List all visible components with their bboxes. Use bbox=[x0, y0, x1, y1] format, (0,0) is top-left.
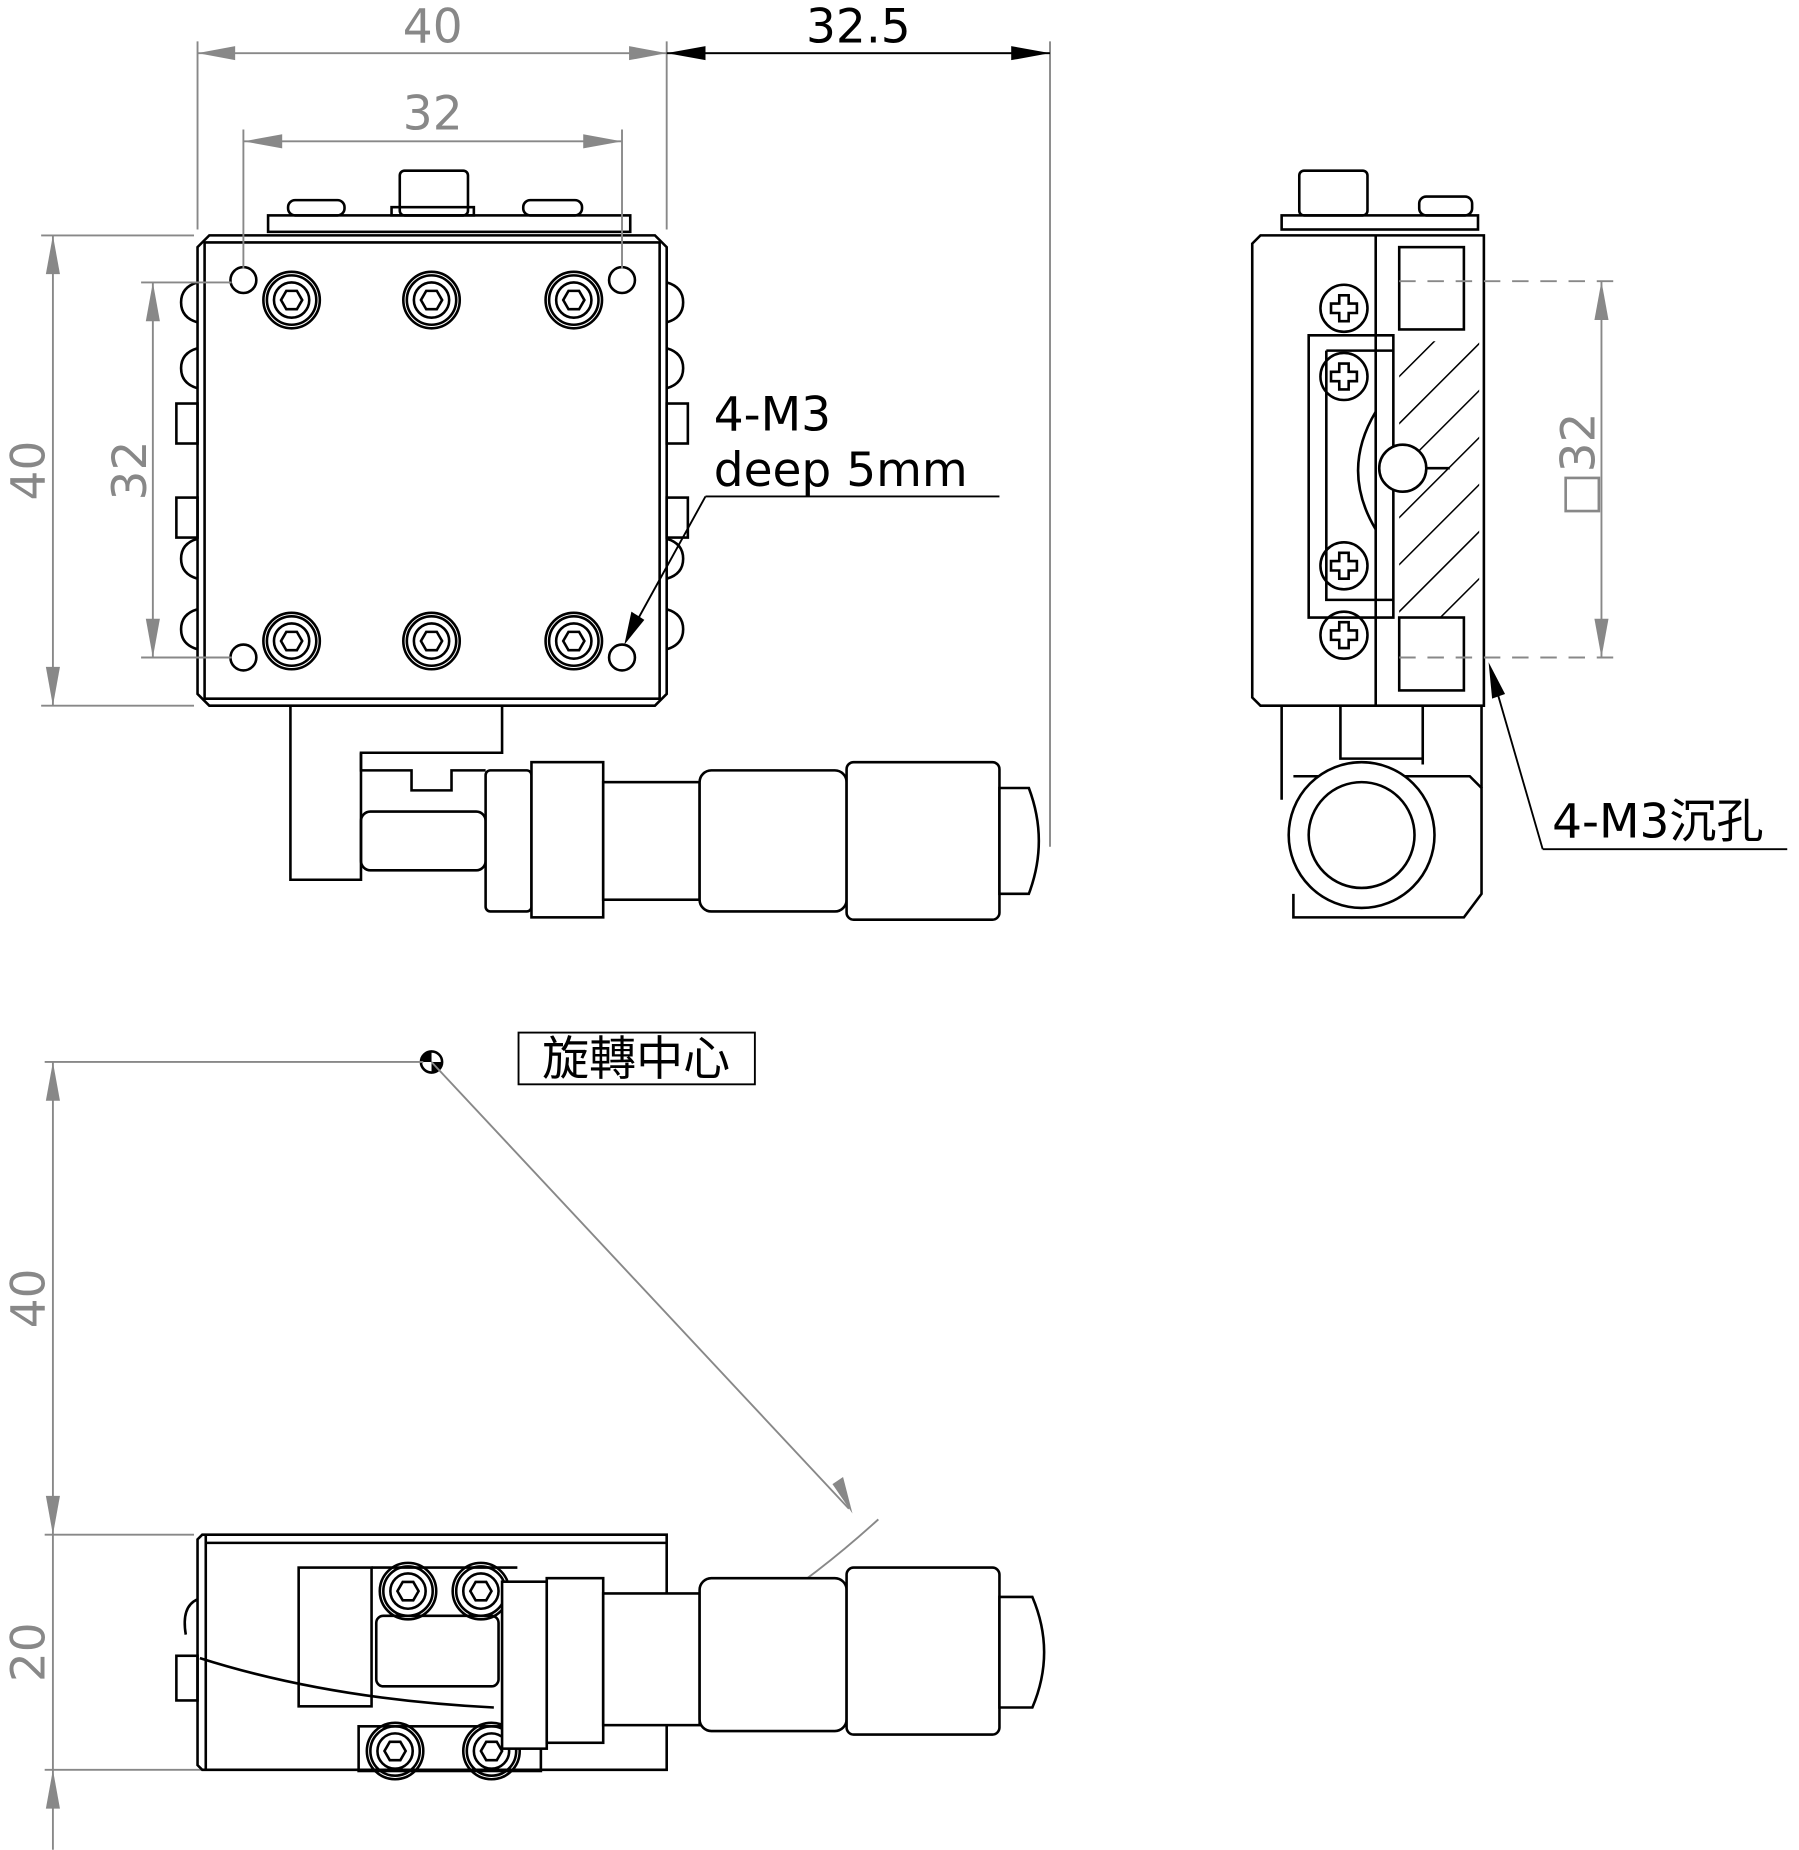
dim-height-holes: 32 bbox=[103, 441, 158, 501]
side-view: □32 4-M3沉孔 bbox=[1250, 169, 1788, 919]
dim-width-outer: 40 bbox=[403, 0, 463, 55]
thread-note-line1: 4-M3 bbox=[714, 388, 831, 443]
dim-height-outer: 40 bbox=[2, 441, 57, 501]
counterbore-note: 4-M3沉孔 bbox=[1552, 794, 1763, 849]
dim-thickness: 20 bbox=[2, 1622, 57, 1682]
front-dimensions: 40 32 32.5 40 32 4-M3 deep 5mm bbox=[2, 0, 1051, 847]
dim-width-holes: 32 bbox=[403, 87, 463, 142]
rotation-center-label: 旋轉中心 bbox=[542, 1032, 730, 1087]
dim-square: □32 bbox=[1551, 413, 1606, 517]
dim-micrometer-extent: 32.5 bbox=[806, 0, 911, 55]
dim-radius: 40 bbox=[2, 1268, 57, 1328]
thread-note-line2: deep 5mm bbox=[714, 443, 968, 498]
front-view bbox=[175, 169, 1041, 922]
bottom-view: 旋轉中心 40 20 bbox=[2, 1031, 1046, 1850]
